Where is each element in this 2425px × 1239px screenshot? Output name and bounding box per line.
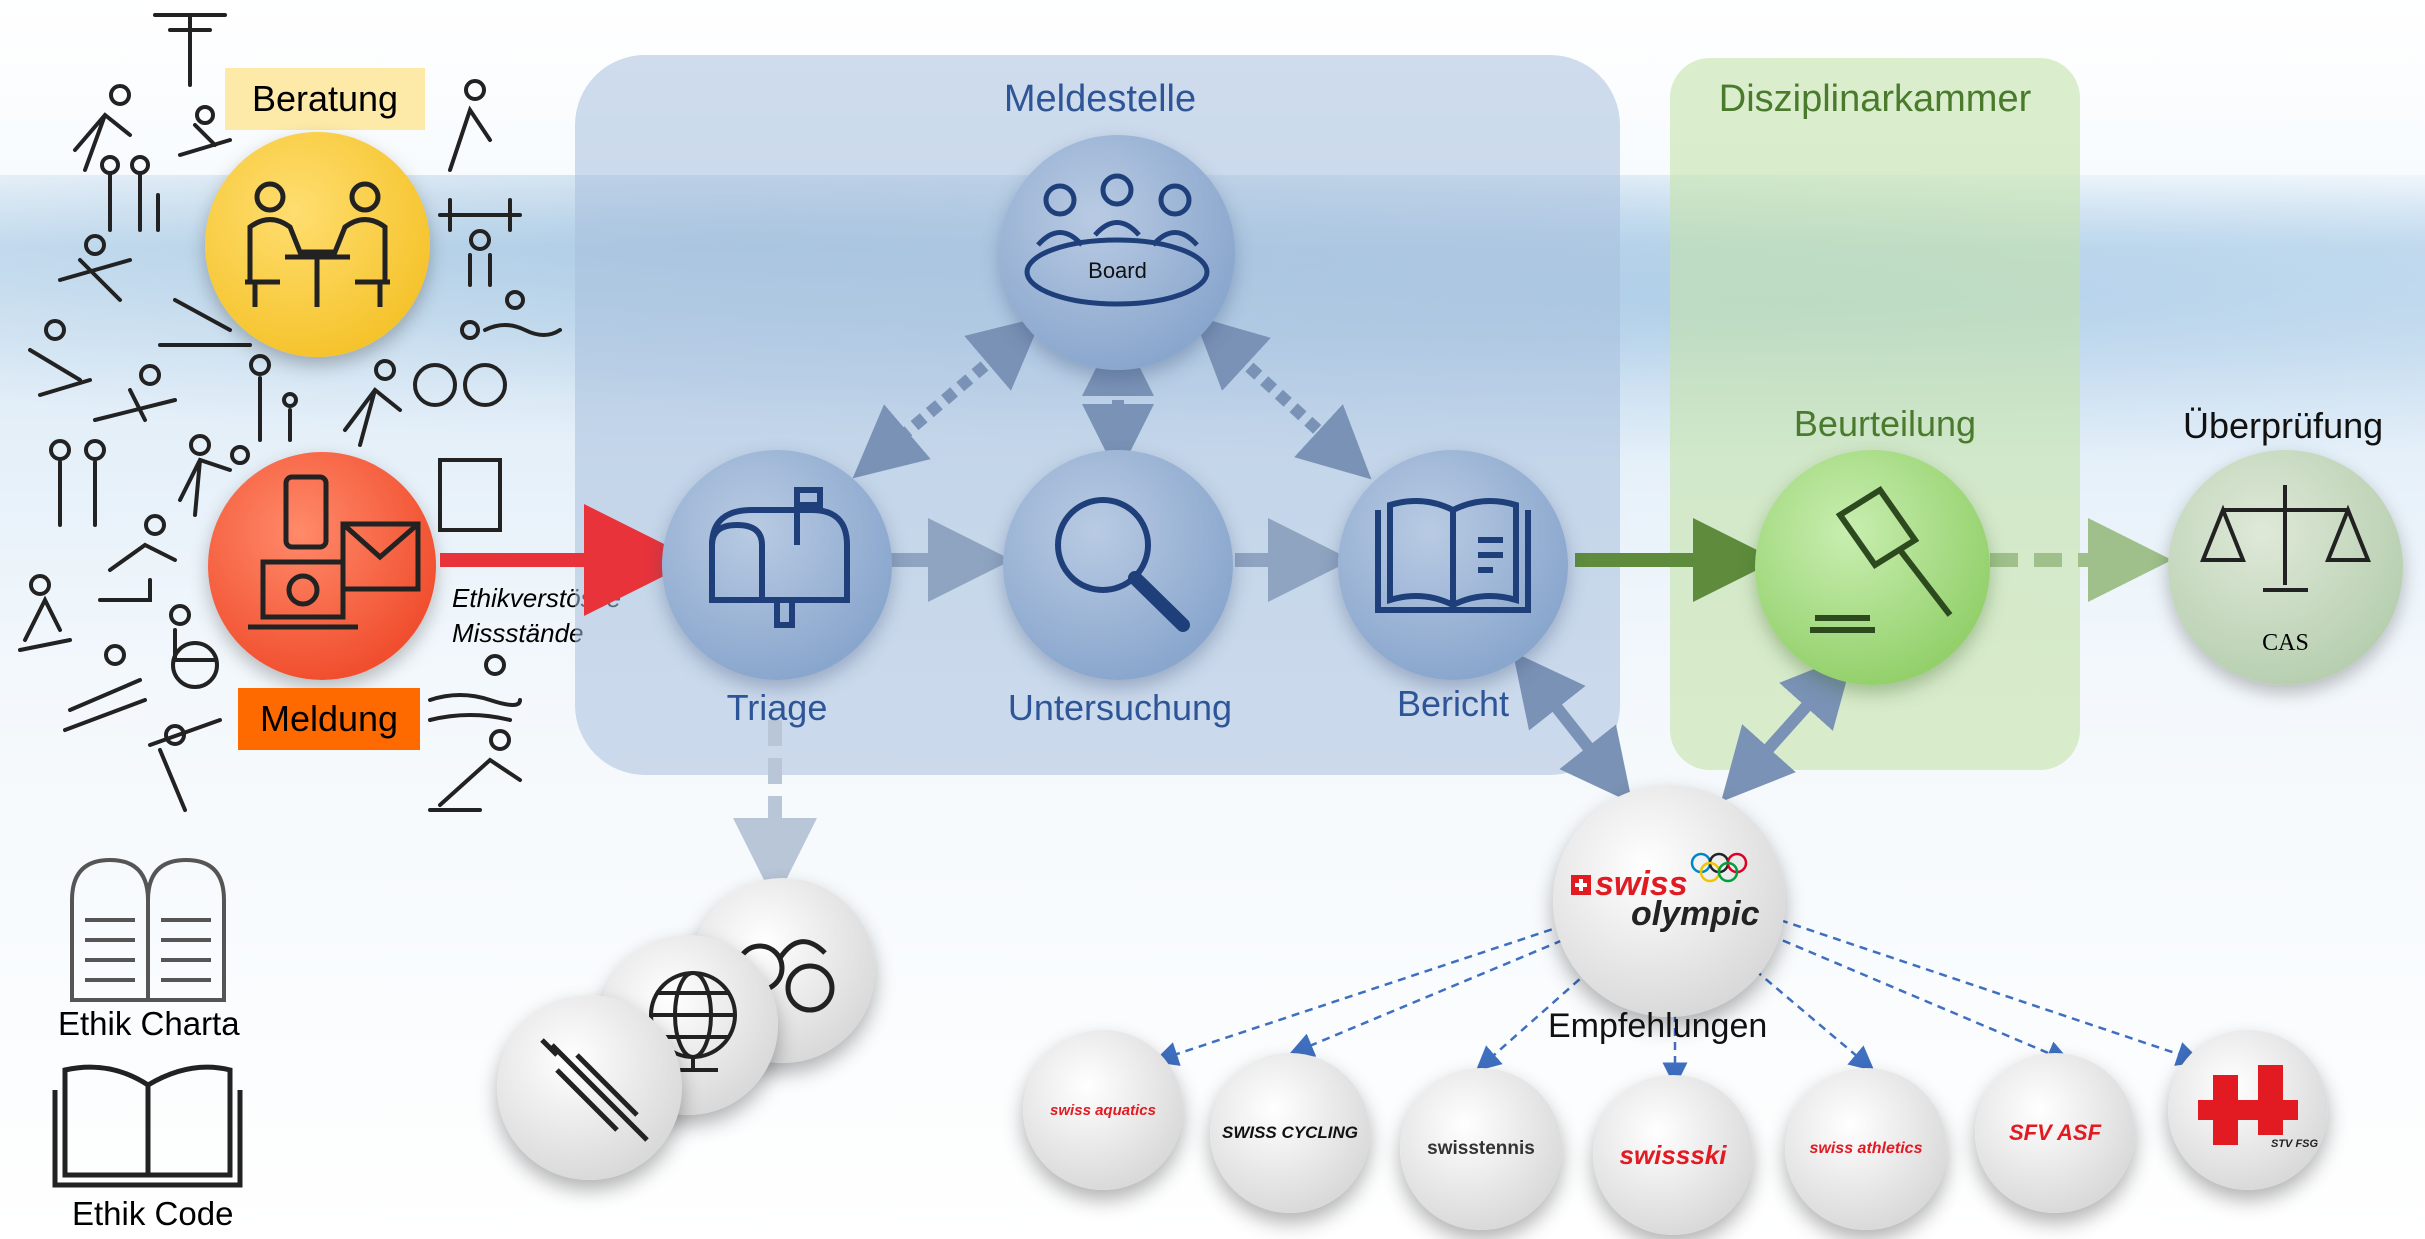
meldung-label: Meldung: [259, 698, 399, 739]
parent-child-icon: [249, 354, 298, 442]
board-triage-arrow: [852, 316, 1043, 479]
open-book-icon: [1375, 498, 1531, 613]
stv-cross-icon: [2198, 1065, 2298, 1145]
board-bericht-arrow: [1193, 315, 1372, 480]
beratung-label: Beratung: [251, 78, 399, 119]
skier-icon: [63, 644, 147, 732]
gymnast-rings-icon: [153, 13, 227, 87]
federation-label: swiss athletics: [1809, 1140, 1923, 1157]
untersuchung-label: Untersuchung: [1007, 687, 1233, 728]
ethik-charta-icon: [70, 857, 226, 1002]
javelin-icon: [148, 718, 222, 812]
ueberpruefung-label: Überprüfung: [2183, 405, 2384, 446]
meldestelle-title: Meldestelle: [1003, 78, 1197, 120]
beratung-circle[interactable]: [205, 132, 430, 357]
federation-label: STV FSG: [2271, 1138, 2319, 1150]
ethik-code-icon: [52, 1064, 243, 1188]
beratung-label-box: Beratung: [225, 68, 425, 130]
cas-circle[interactable]: CAS: [2168, 450, 2403, 685]
triage-label: Triage: [726, 687, 828, 728]
skater-icon: [28, 319, 92, 397]
meldung-circle[interactable]: [208, 452, 436, 680]
federation-label: swiss aquatics: [1050, 1101, 1156, 1119]
cas-label: CAS: [2262, 630, 2309, 656]
hockey-icon: [18, 574, 72, 652]
syringe-circle[interactable]: [497, 995, 682, 1180]
runner-icon: [73, 84, 132, 172]
beurteilung-circle[interactable]: [1755, 450, 1990, 685]
mailbox-icon: [709, 487, 850, 628]
gavel-icon: [1810, 485, 1953, 633]
untersuchung-circle[interactable]: [1003, 450, 1233, 680]
swiss-olympic-line1: swiss: [1595, 865, 1688, 903]
beurteilung-swissolympic-arrow: [1720, 653, 1855, 802]
empfehlungen-arrows: [1153, 918, 2202, 1088]
wheelchair-icon: [169, 604, 219, 689]
weightlifter-icon: [438, 198, 522, 287]
devices-mail-icon: [248, 474, 421, 630]
speed-skater-icon: [428, 729, 522, 812]
federation-label: swisstennis: [1427, 1138, 1535, 1159]
board-circle[interactable]: Board: [1000, 135, 1235, 370]
olympic-rings-icon: [1690, 852, 1748, 883]
counseling-table-icon: [245, 181, 390, 307]
swiss-olympic-circle[interactable]: swiss olympic: [1553, 785, 1785, 1017]
couple-icon: [49, 439, 106, 527]
bericht-label: Bericht: [1396, 683, 1510, 724]
syringe-icon: [540, 1038, 649, 1142]
federation-label: SFV ASF: [2008, 1120, 2102, 1145]
federation-label: SWISS CYCLING: [1221, 1123, 1358, 1142]
diver-icon: [158, 298, 252, 347]
beurteilung-label: Beurteilung: [1793, 403, 1977, 444]
snowboarder-icon: [93, 364, 177, 422]
federation-sfv-asf[interactable]: SFV ASF: [1975, 1053, 2135, 1213]
ethik-charta-label: Ethik Charta: [58, 1005, 240, 1042]
missstaende-text: Missstände: [452, 618, 584, 648]
magnifier-icon: [1055, 497, 1190, 632]
triage-circle[interactable]: [662, 450, 892, 680]
snowboard-icon: [178, 105, 232, 157]
ethik-code-label: Ethik Code: [72, 1195, 234, 1232]
bericht-circle[interactable]: [1338, 450, 1568, 680]
federation-swiss-aquatics[interactable]: swiss aquatics: [1023, 1030, 1183, 1190]
runner2-icon: [343, 359, 402, 447]
rock-climbing-icon: [438, 458, 502, 532]
disziplinarkammer-title: Disziplinarkammer: [1718, 78, 2032, 120]
family-icon: [100, 155, 160, 232]
federation-swissski[interactable]: swissski: [1593, 1075, 1753, 1235]
hurdler-icon: [98, 514, 177, 602]
tennis-icon: [178, 434, 250, 517]
swimmer2-icon: [428, 654, 522, 722]
federation-swiss-athletics[interactable]: swiss athletics: [1785, 1068, 1947, 1230]
climber-icon: [448, 79, 492, 172]
swiss-olympic-logo: [1571, 852, 1748, 895]
federation-label: swissski: [1619, 1139, 1727, 1170]
federation-swisstennis[interactable]: swisstennis: [1400, 1068, 1562, 1230]
empfehlungen-label: Empfehlungen: [1548, 1007, 1768, 1045]
meeting-group-icon: [1024, 173, 1210, 307]
federation-swiss-cycling[interactable]: SWISS CYCLING: [1210, 1053, 1370, 1213]
kicker-icon: [58, 234, 132, 302]
federation-stv-fsg[interactable]: STV FSG: [2168, 1030, 2328, 1190]
cyclist-icon: [413, 320, 507, 407]
globe-icon: [649, 971, 737, 1072]
meldung-label-box: Meldung: [238, 688, 420, 750]
board-label: Board: [1088, 258, 1147, 283]
swiss-olympic-line2: olympic: [1631, 895, 1760, 933]
scales-of-justice-icon: [2200, 485, 2371, 592]
bericht-swissolympic-arrow: [1512, 651, 1633, 804]
swimmer-icon: [483, 290, 562, 337]
